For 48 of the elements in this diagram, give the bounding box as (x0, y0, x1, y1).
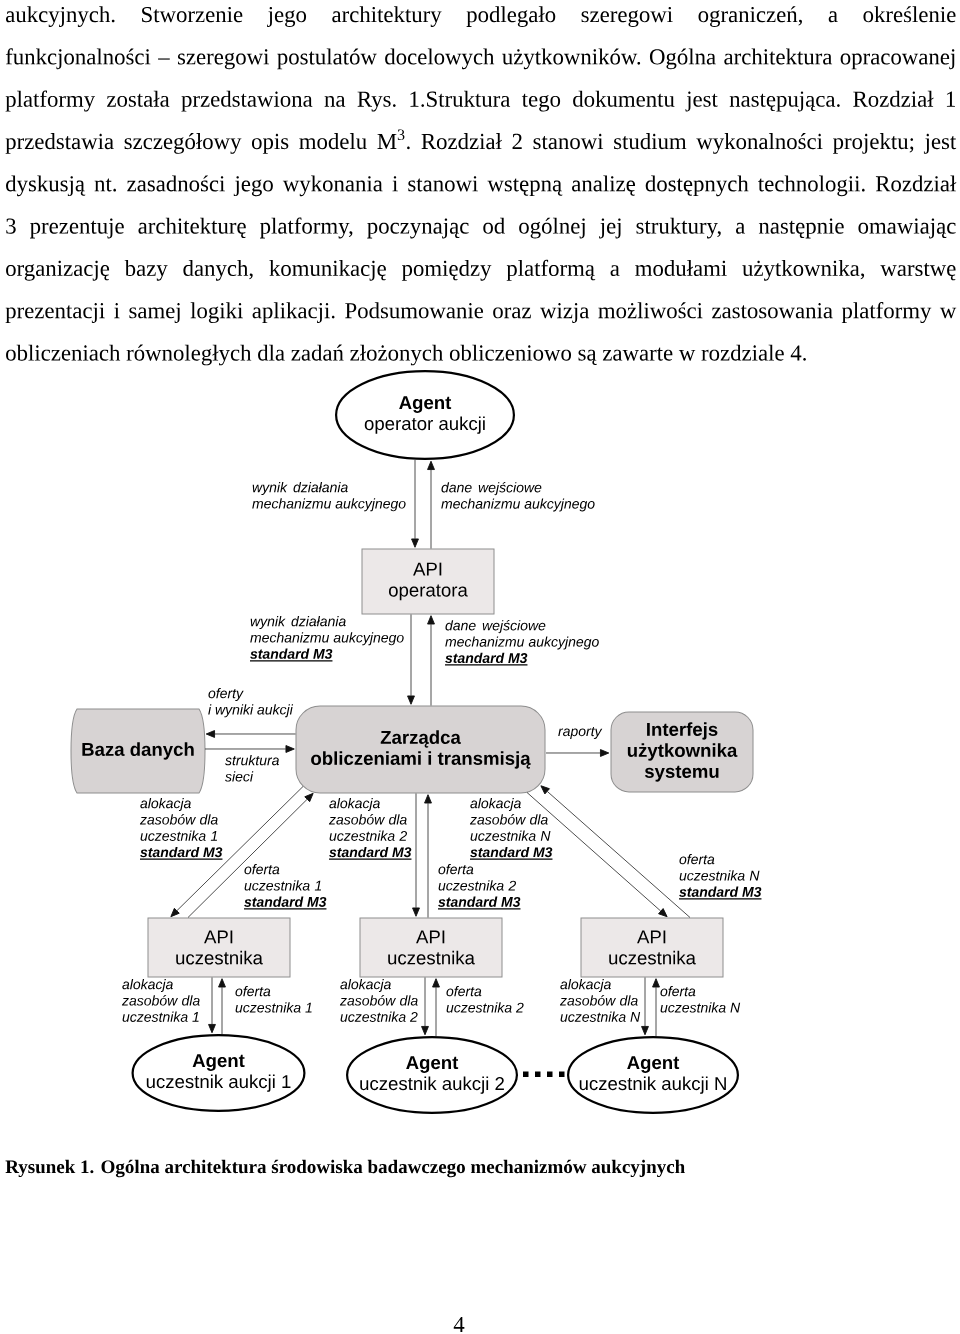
edge-label: struktura sieci (225, 755, 279, 782)
arrow (208, 977, 216, 1034)
manager-box: Zarządca obliczeniami i transmisją (295, 705, 546, 794)
figure-caption: Rysunek 1. Ogólna architektura środowiska badawczego mechanizmów aukcyjnych (5, 1159, 685, 1178)
edge-label: dane wejściowe mechanizmu aukcyjnego standard M3 (444, 620, 599, 666)
edge-label: oferta uczestnika 1 (235, 986, 312, 1013)
page-number: 4 (453, 1317, 465, 1332)
arrow (411, 459, 419, 548)
interface-box: Interfejs użytkownika systemu (610, 711, 754, 793)
edge-label: oferty i wyniki aukcji (208, 688, 294, 718)
edge-label: wynik działania mechanizmu aukcyjnego (252, 482, 406, 512)
edge-label: dane wejściowe mechanizmu aukcyjnego (441, 482, 595, 512)
edge-label: alokacja zasobów dla uczestnika 2 standard M3 (328, 798, 413, 860)
arrow (412, 793, 420, 917)
arrow (218, 978, 226, 1035)
api-box: API uczestnika (359, 917, 503, 978)
edge-label: alokacja zasobów dla uczestnika N (559, 979, 641, 1022)
api-box: API uczestnika (147, 917, 291, 978)
edge-label: oferta uczestnika 2 (446, 986, 524, 1013)
body-paragraph: aukcyjnych. Stworzenie jego architektury podlegało szeregowi ograniczeń, a określenie funkcjonalności – szeregowi postulatów docelowych użytkowników. Ogólna architektura opracowanej platformy została przedstawiona na Rys. 1.Struktura tego dokumentu jest następująca. Rozdział 1 przedstawia szczegółowy opis modelu M$^{3}$. Rozdział 2 stanowi studium wykonalności projektu; jest dyskusją nt. zasadności jego wykonania i stanowi wstępną analizę dostępnych technologii. Rozdział 3 prezentuje architekturę platformy, poczynając od ogólnej jej struktury, a następnie omawiając organizację bazy danych, komunikację pomiędzy platformą a modułami użytkownika, warstwę prezentacji i samej logiki aplikacji. Podsumowanie oraz wizja możliwości zastosowania platformy w obliczeniach równoległych dla zadań złożonych obliczeniowo są zawarte w rozdziale 4. (5, 6, 957, 366)
arrow (204, 745, 295, 753)
arrow (205, 730, 296, 738)
edge-label: oferta uczestnika 2 standard M3 (437, 864, 522, 910)
database-box: Baza danych (70, 708, 206, 794)
arrow (526, 792, 668, 918)
edge-label: raporty (558, 727, 603, 739)
edge-label: oferta uczestnika 1 standard M3 (243, 864, 328, 910)
edge-label: oferta uczestnika N standard M3 (678, 854, 763, 900)
arrow (407, 614, 415, 705)
arrow (427, 460, 435, 549)
api-box: API uczestnika (580, 917, 724, 978)
edge-label: wynik działania mechanizmu aukcyjnego standard M3 (249, 616, 404, 662)
arrow (170, 786, 304, 918)
edge-label: alokacja zasobów dla uczestnika 1 standard M3 (139, 798, 224, 860)
arrow (432, 978, 440, 1037)
arrow (424, 794, 432, 918)
edge-label: alokacja zasobów dla uczestnika 1 (121, 979, 200, 1022)
arrow (652, 978, 660, 1037)
arrow (641, 977, 649, 1036)
arrow (545, 749, 610, 757)
arrow (540, 785, 691, 918)
arrow (421, 977, 429, 1036)
edge-label: alokacja zasobów dla uczestnika 2 (339, 979, 418, 1022)
arrow (187, 792, 314, 918)
arrow (427, 615, 435, 706)
api-box: API operatora (361, 548, 495, 615)
edge-label: alokacja zasobów dla uczestnika N standard M3 (469, 798, 554, 860)
edge-label: oferta uczestnika N (660, 986, 741, 1013)
